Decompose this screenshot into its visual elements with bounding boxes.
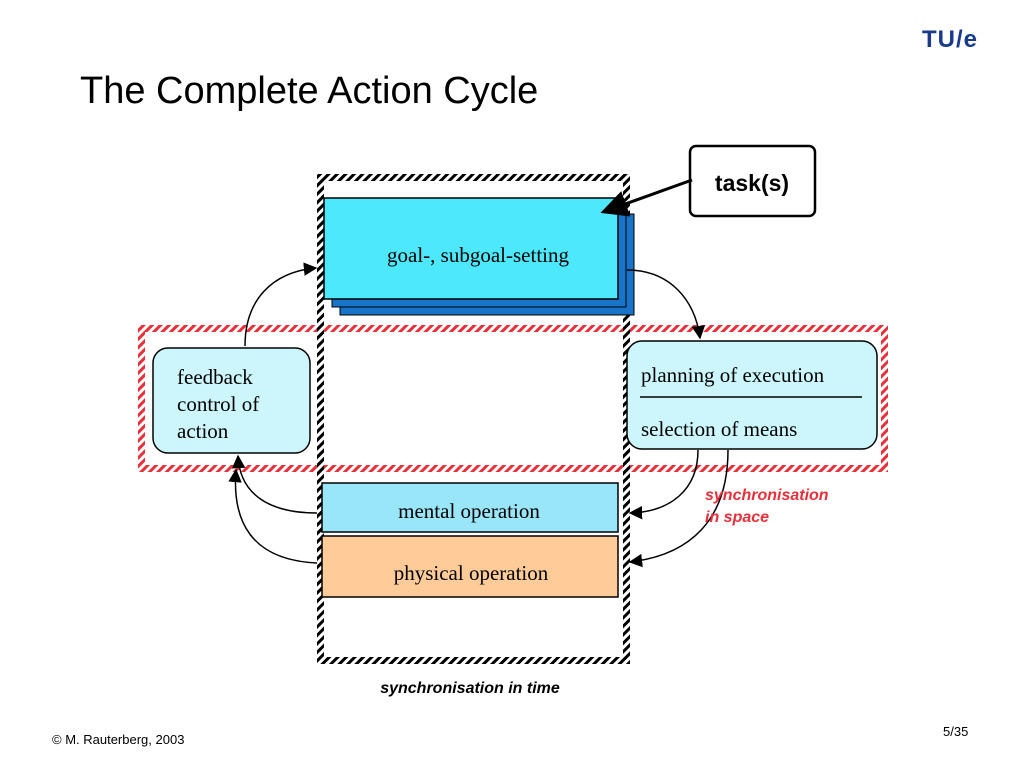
arrow-goal-to-planning <box>626 269 706 340</box>
arrow-mental-to-feedback <box>231 454 318 514</box>
goal-stack: goal-, subgoal-setting <box>323 197 635 316</box>
physical-operation-node: physical operation <box>321 535 619 598</box>
sync-space-frame <box>138 325 888 472</box>
svg-text:synchronisation in space: synchronisation in space <box>705 487 833 526</box>
feedback-label-line-1: feedback <box>177 365 253 389</box>
mental-label: mental operation <box>398 499 540 523</box>
planning-node: planning of execution selection of means <box>626 340 878 450</box>
copyright-footer: © M. Rauterberg, 2003 <box>52 732 185 747</box>
tue-logo: TU/e <box>922 26 979 53</box>
arrow-planning-to-physical <box>628 449 729 568</box>
svg-text:feedback control of: feedback control of action <box>177 365 264 443</box>
physical-label: physical operation <box>394 561 549 585</box>
arrow-physical-to-feedback <box>228 468 318 564</box>
task-label: task(s) <box>715 170 789 196</box>
page-title: The Complete Action Cycle <box>80 70 539 112</box>
goal-box <box>323 197 619 300</box>
arrow-feedback-to-goal <box>244 262 318 347</box>
goal-label: goal-, subgoal-setting <box>387 243 569 267</box>
task-pointer-arrow <box>600 178 693 217</box>
mental-operation-node: mental operation <box>321 482 619 533</box>
arrow-planning-to-mental <box>628 449 699 520</box>
task-callout: task(s) <box>600 144 817 218</box>
cycle-arrows <box>228 262 729 568</box>
feedback-label-line-2: control of <box>177 392 259 416</box>
sync-space-label-line-2: in space <box>705 509 769 526</box>
feedback-label-line-3: action <box>177 419 229 443</box>
page-number: 5/35 <box>943 724 969 739</box>
planning-label: planning of execution <box>641 363 825 387</box>
selection-label: selection of means <box>641 417 797 441</box>
sync-time-label: synchronisation in time <box>380 680 560 697</box>
sync-space-label-line-1: synchronisation <box>705 487 829 504</box>
feedback-node: feedback control of action <box>152 347 311 454</box>
